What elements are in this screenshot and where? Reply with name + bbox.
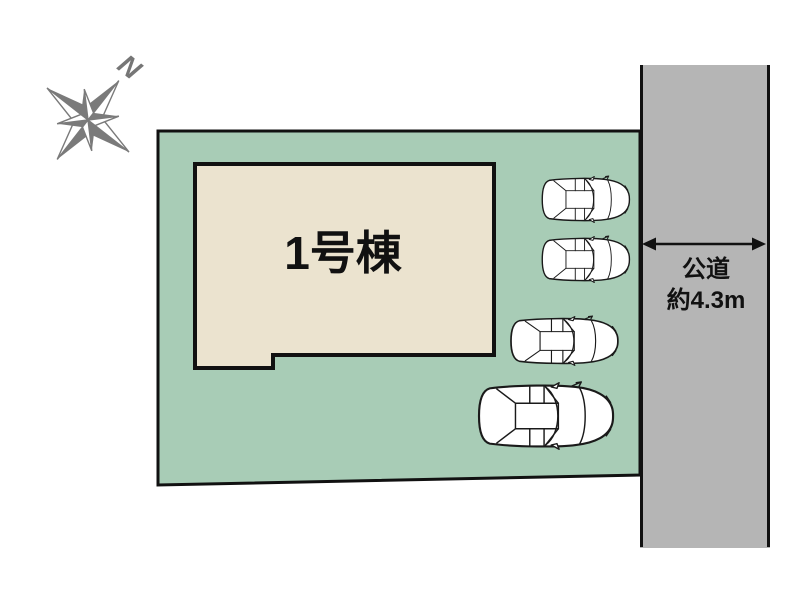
road-width-arrow [642, 237, 766, 251]
building-outline [193, 162, 496, 370]
car-icon [510, 315, 619, 367]
building-label: 1号棟 [284, 227, 403, 279]
road-label-line2: 約4.3m [667, 286, 746, 314]
road-label-line1: 公道 [682, 255, 730, 283]
road-area [640, 65, 770, 548]
compass-rose-icon: N [46, 48, 148, 160]
north-label: N [112, 48, 148, 85]
car-icon [541, 235, 631, 284]
car-icon [541, 175, 631, 224]
car-icon [477, 380, 615, 451]
